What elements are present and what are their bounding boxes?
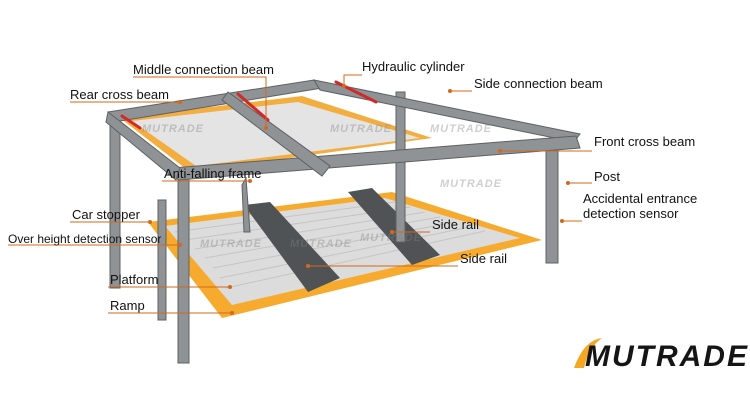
label-accidental-entrance-line1: Accidental entrance [583, 191, 698, 206]
left-side-beam [105, 111, 181, 181]
watermark: MUTRADE [330, 123, 392, 135]
watermark: MUTRADE [430, 123, 492, 135]
label-front-cross-beam: Front cross beam [594, 134, 696, 149]
lower-platform-surface [165, 198, 520, 305]
post-rear-left [109, 117, 121, 289]
label-over-height-sensor: Over height detection sensor [8, 232, 162, 246]
leader-middle-connection-beam [133, 76, 267, 128]
label-side-connection-beam: Side connection beam [474, 76, 603, 91]
side-rail-left [244, 202, 340, 292]
side-rail-right [348, 188, 440, 265]
hydraulic-cylinder-1 [236, 92, 270, 122]
label-rear-cross-beam: Rear cross beam [70, 87, 169, 102]
label-car-stopper: Car stopper [72, 207, 140, 222]
watermark: MUTRADE [290, 238, 352, 250]
watermark: MUTRADE [200, 238, 262, 250]
label-anti-falling-frame: Anti-falling frame [164, 166, 262, 181]
label-side-rail-2: Side rail [460, 251, 507, 266]
label-middle-connection-beam: Middle connection beam [133, 62, 274, 77]
watermark: MUTRADE [360, 232, 422, 244]
watermark: MUTRADE [440, 178, 502, 190]
leader-hydraulic-cylinder [343, 74, 362, 86]
hydraulic-cylinder-3 [120, 114, 142, 130]
label-accidental-entrance-line2: detection sensor [583, 206, 679, 221]
brand-logo: MUTRADE [585, 340, 749, 373]
anti-falling-frame-beam [241, 176, 251, 233]
post-rear-right [395, 91, 406, 243]
label-hydraulic-cylinder: Hydraulic cylinder [362, 59, 465, 74]
label-platform: Platform [110, 272, 159, 287]
label-post: Post [594, 169, 621, 184]
middle-connection-beam [221, 91, 331, 177]
swoosh-logo-icon [574, 338, 602, 368]
post-front-right [545, 147, 559, 264]
post-front-left [177, 177, 190, 364]
label-ramp: Ramp [110, 298, 145, 313]
watermark: MUTRADE [142, 123, 204, 135]
label-side-rail-1: Side rail [432, 217, 479, 232]
post-mid-left [157, 199, 167, 321]
